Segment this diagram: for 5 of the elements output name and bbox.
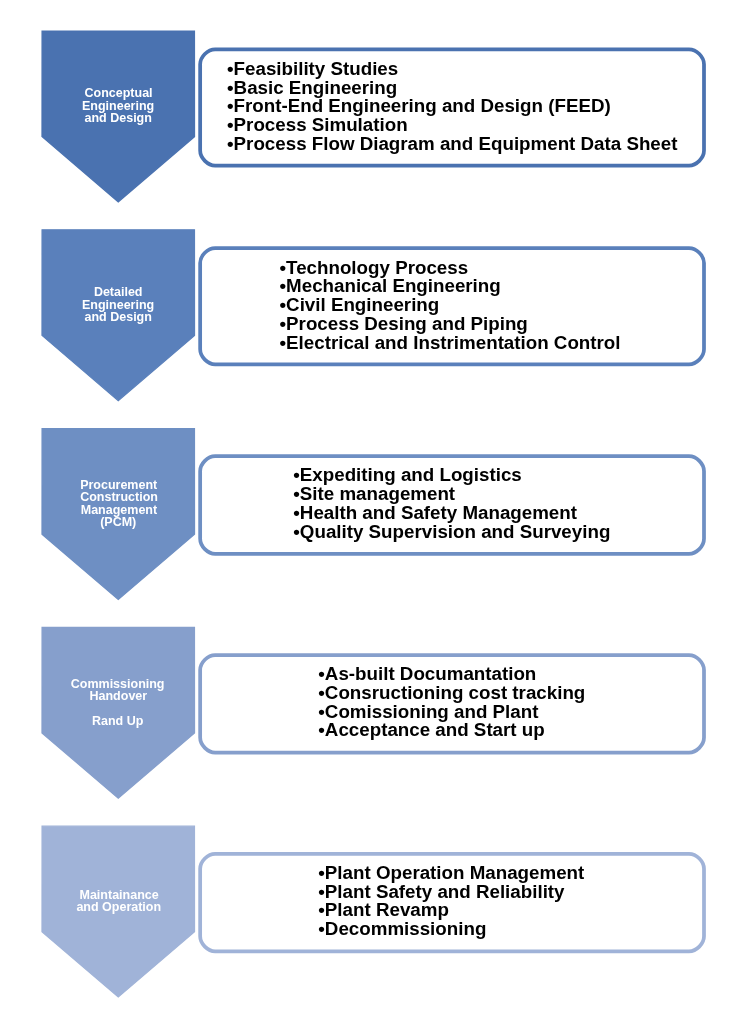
node-box: •Feasibility Studies •Basic Engineering •Front-End Engineering and Design (FEED) •Process Simulation •Process Flow Diagram and Equipment Data Sheet: [198, 47, 706, 168]
node-box: •Plant Operation Management •Plant Safety and Reliability •Plant Revamp •Decommissioning: [198, 851, 706, 954]
node-box: •Expediting and Logistics •Site management •Health and Safety Management •Quality Supervision and Surveying: [198, 454, 706, 556]
node-box: •Technology Process •Mechanical Engineering •Civil Engineering •Process Desing and Piping •Electrical and Instrimentation Control: [198, 246, 706, 367]
node-box: •As-built Documantation •Consructioning cost tracking •Comissioning and Plant •Acceptance and Start up: [198, 653, 706, 755]
